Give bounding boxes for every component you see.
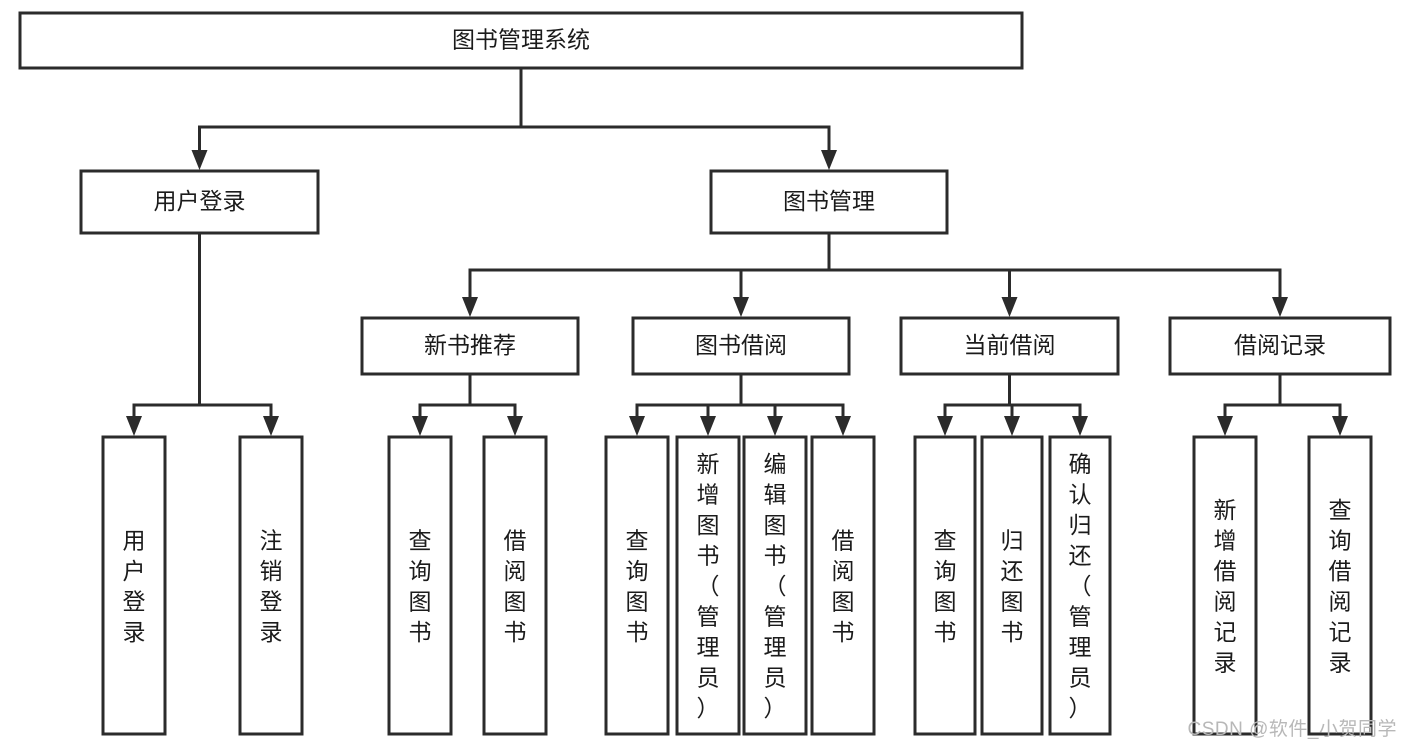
- arrow-head-icon: [462, 297, 478, 317]
- node-box-leaf-query-book-recommend: [387, 435, 453, 736]
- node-current-borrow[interactable]: 当前借阅: [899, 316, 1120, 376]
- node-new-book-recommend[interactable]: 新书推荐: [360, 316, 580, 376]
- arrow-head-icon: [507, 416, 523, 436]
- arrow-head-icon: [821, 150, 837, 170]
- node-book-borrow[interactable]: 图书借阅: [631, 316, 851, 376]
- arrow-head-icon: [733, 297, 749, 317]
- node-box-leaf-borrow-book: [810, 435, 876, 736]
- node-layer: 图书管理系统用户登录图书管理新书推荐图书借阅当前借阅借阅记录用户登录注销登录查询…: [18, 11, 1392, 736]
- node-leaf-add-book-admin[interactable]: 新增图书（管理员）: [675, 435, 741, 736]
- node-box-user-login: [79, 169, 320, 235]
- node-borrow-records[interactable]: 借阅记录: [1168, 316, 1392, 376]
- node-box-leaf-borrow-book-recommend: [482, 435, 548, 736]
- node-box-leaf-user-login: [101, 435, 167, 736]
- arrow-head-icon: [1072, 416, 1088, 436]
- node-label-user-login: 用户登录: [154, 188, 246, 214]
- node-box-leaf-query-borrow-record: [1307, 435, 1373, 736]
- arrow-head-icon: [937, 416, 953, 436]
- arrow-head-icon: [1332, 416, 1348, 436]
- node-label-borrow-records: 借阅记录: [1234, 332, 1326, 358]
- arrow-head-icon: [767, 416, 783, 436]
- node-label-leaf-borrow-book-recommend: 借阅图书: [504, 527, 527, 645]
- node-leaf-return-book[interactable]: 归还图书: [980, 435, 1044, 736]
- node-label-leaf-borrow-book: 借阅图书: [832, 527, 855, 645]
- node-book-management[interactable]: 图书管理: [709, 169, 949, 235]
- node-box-leaf-add-borrow-record: [1192, 435, 1258, 736]
- node-label-leaf-query-borrow-record: 查询借阅记录: [1329, 497, 1352, 676]
- arrow-head-icon: [629, 416, 645, 436]
- node-leaf-edit-book-admin[interactable]: 编辑图书（管理员）: [742, 435, 808, 736]
- node-label-root: 图书管理系统: [452, 27, 590, 53]
- node-box-book-borrow: [631, 316, 851, 376]
- node-box-leaf-logout: [238, 435, 304, 736]
- arrow-head-icon: [1217, 416, 1233, 436]
- arrow-head-icon: [1004, 416, 1020, 436]
- node-label-leaf-edit-book-admin: 编辑图书（管理员）: [764, 451, 787, 721]
- arrow-head-icon: [1272, 297, 1288, 317]
- node-box-leaf-query-book-borrow: [604, 435, 670, 736]
- node-root[interactable]: 图书管理系统: [18, 11, 1024, 70]
- arrow-head-icon: [1001, 297, 1018, 317]
- connector-layer: [126, 66, 1348, 436]
- node-leaf-borrow-book[interactable]: 借阅图书: [810, 435, 876, 736]
- node-box-leaf-query-book-current: [913, 435, 977, 736]
- node-label-current-borrow: 当前借阅: [964, 332, 1056, 358]
- node-box-leaf-edit-book-admin: [742, 435, 808, 736]
- node-leaf-confirm-return-admin[interactable]: 确认归还（管理员）: [1048, 435, 1112, 736]
- node-label-leaf-query-book-borrow: 查询图书: [626, 527, 649, 645]
- node-label-leaf-user-login: 用户登录: [123, 527, 146, 645]
- arrow-head-icon: [126, 416, 142, 436]
- node-leaf-add-borrow-record[interactable]: 新增借阅记录: [1192, 435, 1258, 736]
- node-label-leaf-add-borrow-record: 新增借阅记录: [1214, 497, 1237, 676]
- arrow-head-icon: [263, 416, 279, 436]
- csdn-watermark: CSDN @软件_小贺同学: [1187, 719, 1397, 740]
- node-label-new-book-recommend: 新书推荐: [424, 332, 516, 358]
- node-leaf-user-login[interactable]: 用户登录: [101, 435, 167, 736]
- node-box-leaf-return-book: [980, 435, 1044, 736]
- node-leaf-query-book-recommend[interactable]: 查询图书: [387, 435, 453, 736]
- arrow-head-icon: [191, 150, 208, 170]
- node-leaf-query-book-borrow[interactable]: 查询图书: [604, 435, 670, 736]
- node-box-current-borrow: [899, 316, 1120, 376]
- node-label-leaf-add-book-admin: 新增图书（管理员）: [697, 451, 720, 721]
- node-leaf-query-borrow-record[interactable]: 查询借阅记录: [1307, 435, 1373, 736]
- arrow-head-icon: [412, 416, 428, 436]
- node-label-leaf-query-book-recommend: 查询图书: [409, 527, 432, 645]
- node-label-leaf-confirm-return-admin: 确认归还（管理员）: [1069, 451, 1092, 721]
- node-box-book-management: [709, 169, 949, 235]
- node-box-leaf-confirm-return-admin: [1048, 435, 1112, 736]
- node-box-leaf-add-book-admin: [675, 435, 741, 736]
- node-user-login[interactable]: 用户登录: [79, 169, 320, 235]
- arrow-head-icon: [835, 416, 851, 436]
- node-box-root: [18, 11, 1024, 70]
- node-box-new-book-recommend: [360, 316, 580, 376]
- node-label-book-management: 图书管理: [783, 188, 875, 214]
- node-label-leaf-logout: 注销登录: [260, 527, 283, 645]
- node-leaf-query-book-current[interactable]: 查询图书: [913, 435, 977, 736]
- node-label-leaf-return-book: 归还图书: [1001, 527, 1024, 645]
- node-leaf-logout[interactable]: 注销登录: [238, 435, 304, 736]
- arrow-head-icon: [700, 416, 716, 436]
- node-label-book-borrow: 图书借阅: [695, 332, 787, 358]
- node-leaf-borrow-book-recommend[interactable]: 借阅图书: [482, 435, 548, 736]
- node-label-leaf-query-book-current: 查询图书: [934, 527, 957, 645]
- node-box-borrow-records: [1168, 316, 1392, 376]
